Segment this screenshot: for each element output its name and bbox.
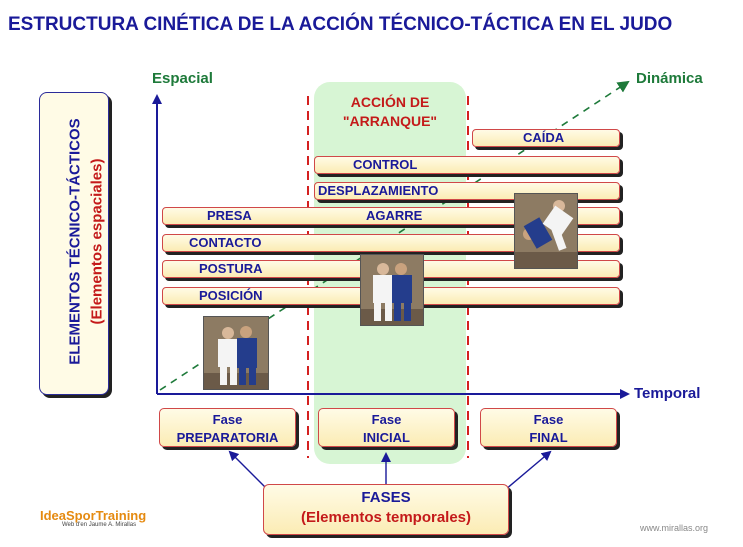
elementos-tecnico-tacticos-label: ELEMENTOS TÉCNICO-TÁCTICOS <box>66 118 84 365</box>
accion-line1: ACCIÓN DE <box>350 94 430 110</box>
phase-final: Fase FINAL <box>480 408 617 447</box>
phase-inicial-line1: Fase <box>371 412 402 427</box>
elementos-espaciales-label: (Elementos espaciales) <box>88 158 106 325</box>
phase-preparatoria: Fase PREPARATORIA <box>159 408 296 447</box>
x-axis-label: Temporal <box>634 385 701 402</box>
phase-inicial-line2: INICIAL <box>363 430 410 445</box>
y-axis-label: Espacial <box>152 70 213 87</box>
bar-control: CONTROL <box>314 156 620 174</box>
bar-caida: CAÍDA <box>472 129 620 147</box>
caida-label: CAÍDA <box>523 130 565 145</box>
accion-label: ACCIÓN DE "ARRANQUE" <box>314 93 466 131</box>
desplazamiento-label: DESPLAZAMIENTO <box>318 183 439 198</box>
arrow-to-final <box>504 450 552 491</box>
site-url: www.mirallas.org <box>640 523 709 533</box>
presa-label: PRESA <box>207 208 252 223</box>
phase-preparatoria-line1: Fase <box>212 412 243 427</box>
elementos-espaciales-box: ELEMENTOS TÉCNICO-TÁCTICOS (Elementos es… <box>39 92 109 395</box>
phase-final-line2: FINAL <box>529 430 568 445</box>
posicion-label: POSICIÓN <box>199 288 263 303</box>
judo-photo-inicial-figure <box>361 255 423 325</box>
diagonal-label: Dinámica <box>636 70 703 87</box>
logo: IdeaSporTraining <box>40 508 147 523</box>
phase-preparatoria-line2: PREPARATORIA <box>176 430 279 445</box>
bar-contacto: CONTACTO <box>162 234 620 252</box>
contacto-label: CONTACTO <box>189 235 262 250</box>
fases-title: FASES <box>361 489 411 506</box>
arrow-to-preparatoria <box>228 450 269 491</box>
logo-subtitle: Web d'en Jaume A. Mirallas <box>62 522 137 528</box>
judo-photo-preparatoria <box>203 316 269 390</box>
fases-subtitle: (Elementos temporales) <box>300 509 472 526</box>
judo-photo-preparatoria-figure <box>204 317 268 389</box>
judo-photo-final <box>514 193 578 269</box>
postura-label: POSTURA <box>199 261 263 276</box>
phase-final-line1: Fase <box>533 412 564 427</box>
accion-line2: "ARRANQUE" <box>342 113 438 129</box>
phase-inicial: Fase INICIAL <box>318 408 455 447</box>
judo-photo-final-figure <box>515 194 577 268</box>
control-label: CONTROL <box>353 157 418 172</box>
bar-presa-agarre: PRESA AGARRE <box>162 207 620 225</box>
fases-box: FASES (Elementos temporales) <box>263 484 509 535</box>
agarre-label: AGARRE <box>366 208 423 223</box>
page-title: ESTRUCTURA CINÉTICA DE LA ACCIÓN TÉCNICO… <box>8 14 673 35</box>
judo-photo-inicial <box>360 254 424 326</box>
